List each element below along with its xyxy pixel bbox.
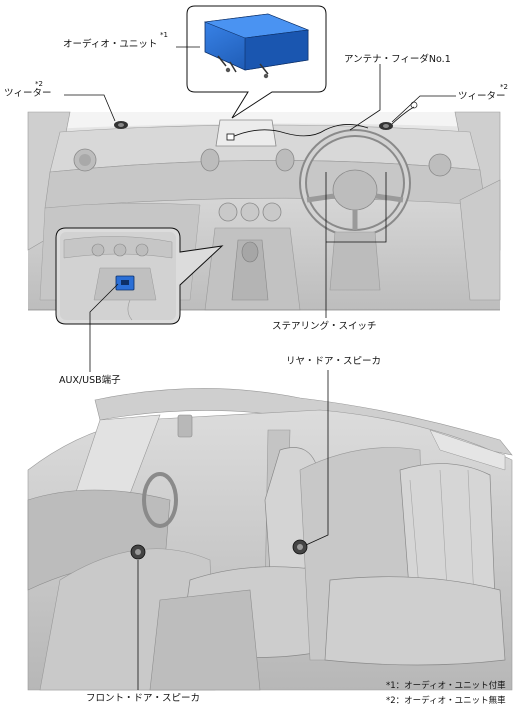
tweeter-left-label: ツィーター <box>4 88 52 99</box>
steering-switch-pointer <box>325 172 387 318</box>
front-door-speaker-label: フロント・ドア・スピーカ <box>86 693 200 704</box>
audio-unit-label: オーディオ・ユニット <box>63 38 157 50</box>
tweeter-right-leader <box>391 95 456 123</box>
note-audio-unit-equipped: *1：オーディオ・ユニット付車 <box>386 680 506 691</box>
antenna-feeder-cable <box>231 124 369 138</box>
antenna-feeder-label: アンテナ・フィーダNo.1 <box>344 53 451 65</box>
steering-switch-label: ステアリング・スイッチ <box>272 320 377 332</box>
tweeter-left-mark: *2 <box>35 80 43 88</box>
tweeter-right-label: ツィーター <box>458 91 506 102</box>
audio-unit-icon <box>203 13 310 79</box>
rear-door-speaker-icon <box>292 539 308 555</box>
antenna-feeder-leader <box>349 64 381 131</box>
cabin-illustration <box>27 388 513 691</box>
audio-unit-callout <box>186 5 327 119</box>
rear-door-speaker-label: リヤ・ドア・スピーカ <box>286 356 381 367</box>
note-audio-unit-not-equipped: *2：オーディオ・ユニット無車 <box>386 695 506 706</box>
aux-usb-leader <box>89 283 119 372</box>
tweeter-left-leader <box>64 94 116 122</box>
tweeter-right-icon <box>379 101 418 130</box>
aux-usb-label: AUX/USB端子 <box>59 374 121 386</box>
dashboard-illustration <box>27 111 501 311</box>
tweeter-right-mark: *2 <box>500 83 508 91</box>
aux-usb-inset <box>55 227 224 325</box>
rear-door-speaker-leader <box>305 370 329 546</box>
front-door-speaker-icon <box>130 544 146 560</box>
audio-unit-mark: *1 <box>160 31 168 39</box>
audio-unit-location-icon <box>226 133 235 141</box>
tweeter-left-icon <box>114 121 128 129</box>
